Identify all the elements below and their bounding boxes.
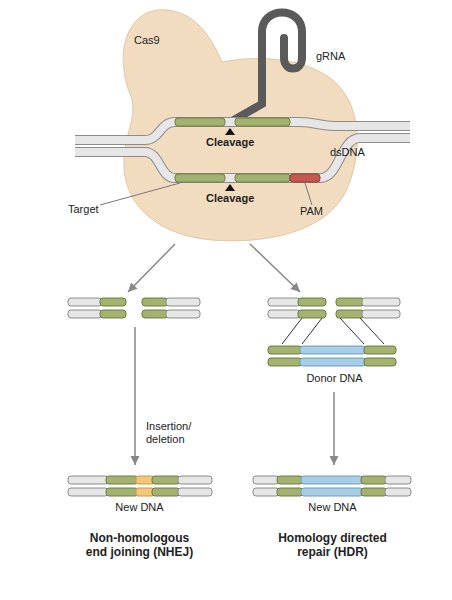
dna-label: New DNA (62, 501, 217, 514)
dna-piece (385, 488, 411, 496)
arrow-head (290, 283, 300, 292)
target-segment (277, 476, 303, 484)
indel-segment (136, 476, 154, 484)
target-segment (152, 488, 180, 496)
target-segment (142, 310, 168, 318)
target-segment (361, 476, 387, 484)
dna-piece (68, 298, 102, 306)
dna-piece (166, 298, 200, 306)
target-segment (106, 488, 138, 496)
dna-piece (362, 298, 400, 306)
cleavage-label: Cleavage (206, 136, 254, 149)
target-segment (298, 310, 326, 318)
arrow-head (330, 456, 339, 465)
dna-piece (178, 488, 212, 496)
cas9-protein (123, 10, 357, 241)
target-segment (235, 174, 290, 182)
donor-insert (300, 358, 366, 366)
pathway-title: Homology directed repair (HDR) (270, 531, 395, 559)
donor-insert (301, 488, 363, 496)
dna-piece (166, 310, 200, 318)
dna-piece (385, 476, 411, 484)
edge-label: Insertion/ deletion (146, 420, 216, 446)
dna-piece (178, 476, 212, 484)
target-segment (100, 298, 126, 306)
part-label: dsDNA (330, 146, 365, 159)
part-label: gRNA (316, 50, 345, 63)
target-segment (106, 476, 138, 484)
target-segment (298, 298, 326, 306)
dna-piece (68, 488, 108, 496)
protein-label: Cas9 (134, 34, 194, 47)
target-segment (152, 476, 180, 484)
target-segment (235, 118, 290, 126)
cleavage-label: Cleavage (206, 192, 254, 205)
arrow-connector (250, 244, 300, 292)
target-segment (336, 310, 364, 318)
homology-arm (268, 358, 302, 366)
part-label: Target (68, 203, 99, 216)
homology-arm (364, 346, 396, 354)
arrow-connector (333, 392, 335, 465)
crossover-line (360, 318, 384, 344)
target-segment (336, 298, 364, 306)
pam-segment (290, 174, 320, 182)
dna-piece (268, 298, 300, 306)
arrow-head (128, 282, 138, 292)
arrow-head (131, 456, 140, 465)
dna-piece (68, 476, 108, 484)
part-label: PAM (300, 205, 323, 218)
target-segment (175, 174, 225, 182)
crossover-line (340, 318, 364, 344)
dna-label: New DNA (250, 501, 415, 514)
target-segment (277, 488, 303, 496)
donor-insert (300, 346, 366, 354)
dna-piece (68, 310, 102, 318)
dna-piece (362, 310, 400, 318)
crossover-line (282, 318, 302, 344)
homology-arm (268, 346, 302, 354)
dna-label: Donor DNA (262, 372, 407, 385)
indel-segment (136, 488, 154, 496)
target-segment (142, 298, 168, 306)
donor-insert (301, 476, 363, 484)
target-segment (175, 118, 225, 126)
dna-piece (268, 310, 300, 318)
homology-arm (364, 358, 396, 366)
target-segment (100, 310, 126, 318)
dna-piece (253, 476, 279, 484)
dna-piece (253, 488, 279, 496)
crossover-line (302, 318, 322, 344)
pathway-title: Non-homologous end joining (NHEJ) (82, 531, 197, 559)
target-segment (361, 488, 387, 496)
